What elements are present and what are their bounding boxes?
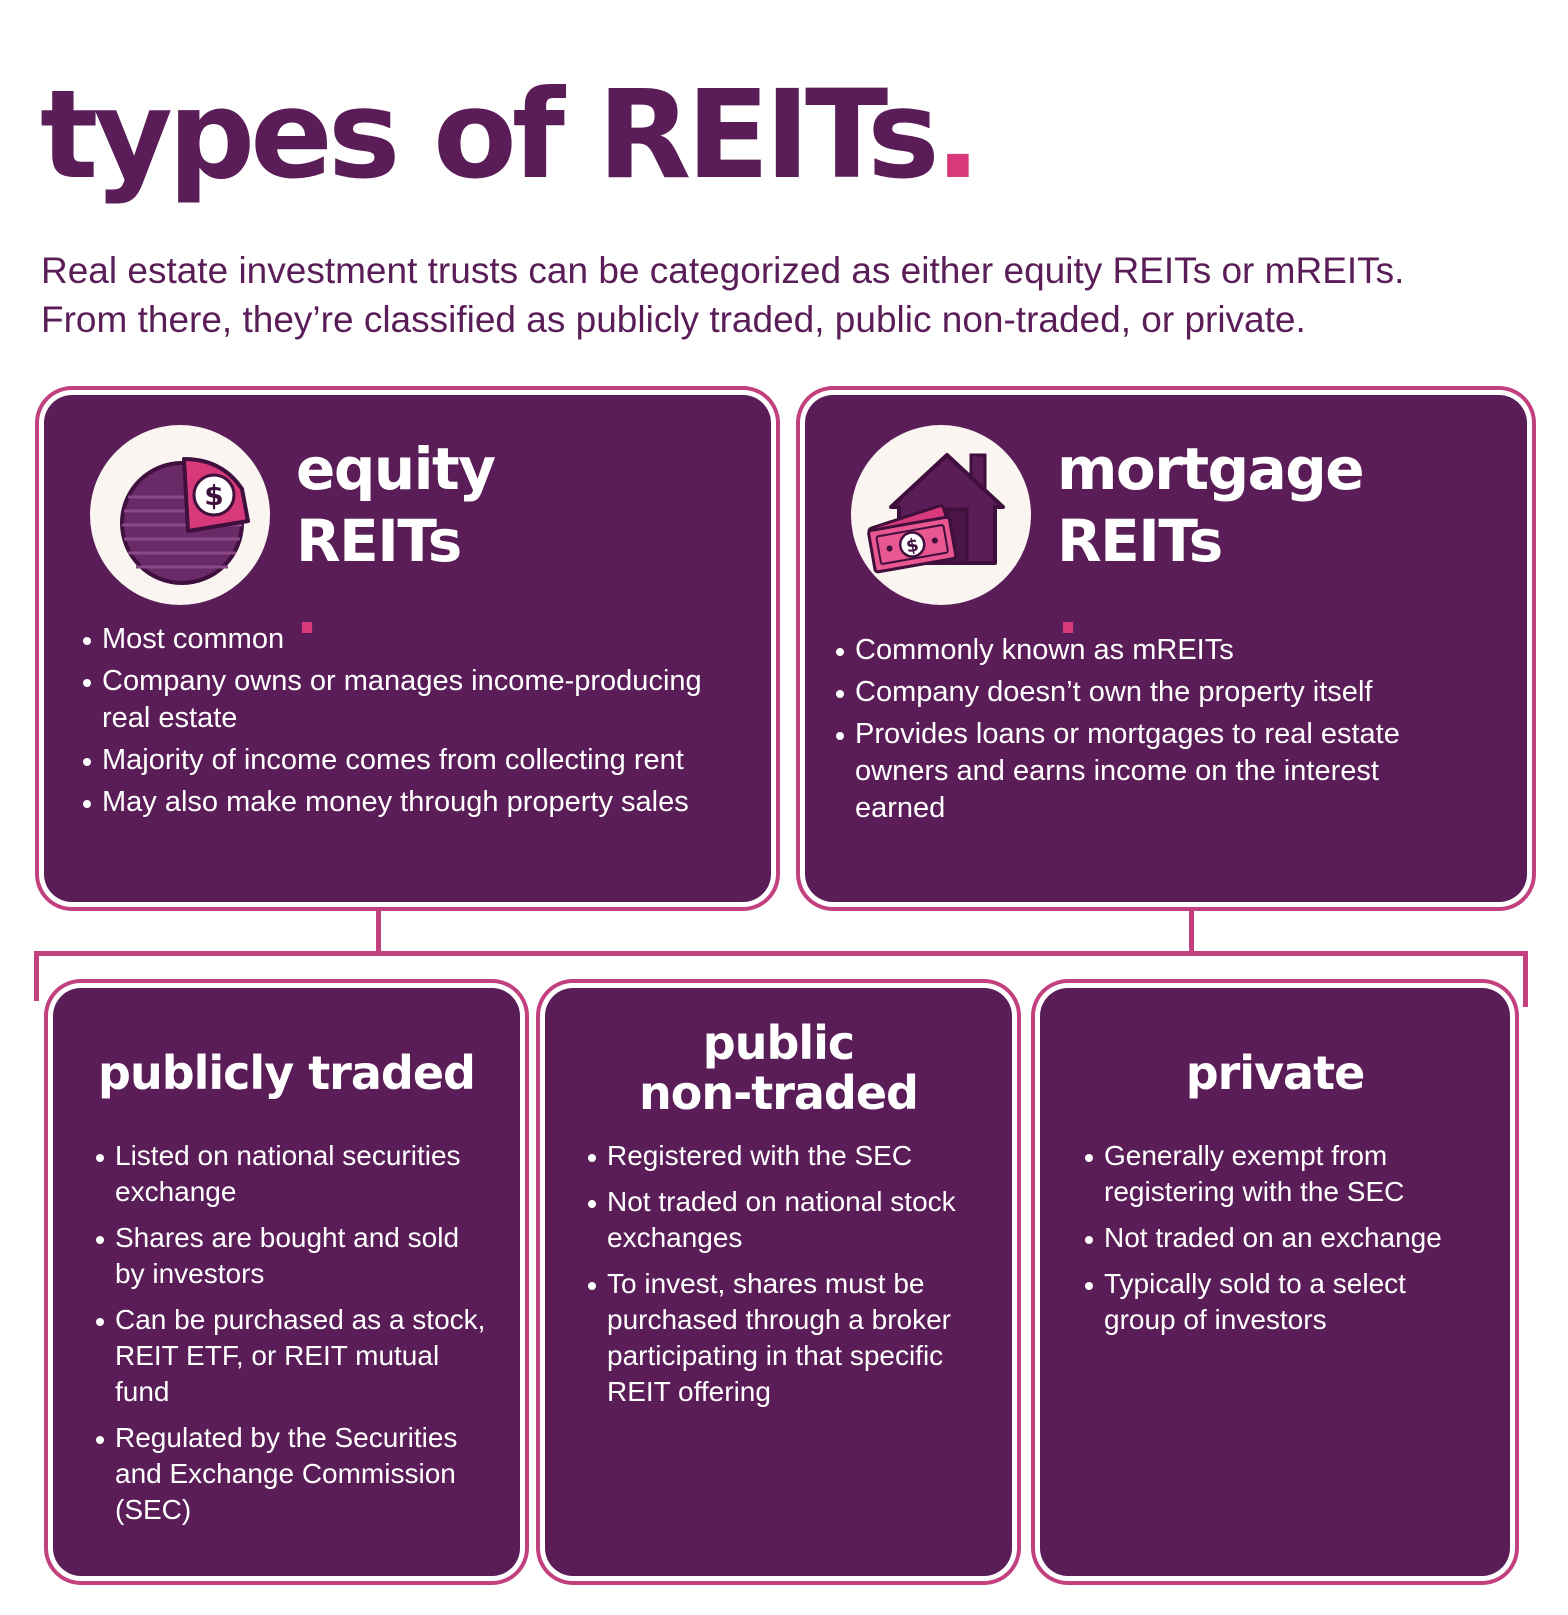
equity-title-line-2: REITs xyxy=(296,507,462,575)
private-bullets: Generally exempt from registering with t… xyxy=(1082,1138,1482,1348)
public-non-traded-card: public non-traded Registered with the SE… xyxy=(545,988,1012,1576)
list-item: Company owns or manages income-producing… xyxy=(80,663,740,737)
page-title-text: types of REITs xyxy=(40,64,940,206)
connector-left-drop xyxy=(34,951,39,1001)
publicly-traded-bullets: Listed on national securities exchange S… xyxy=(93,1138,493,1538)
connector-horizontal xyxy=(34,951,1528,956)
public-non-traded-bullets: Registered with the SEC Not traded on na… xyxy=(585,1138,965,1420)
connector-equity-stem xyxy=(376,906,381,956)
list-item: Can be purchased as a stock, REIT ETF, o… xyxy=(93,1302,493,1410)
equity-title-line-1: equity xyxy=(296,435,496,503)
connector-mortgage-stem xyxy=(1189,906,1194,956)
list-item: Company doesn’t own the property itself xyxy=(833,674,1453,711)
connector-right-drop xyxy=(1523,951,1528,1007)
list-item: Provides loans or mortgages to real esta… xyxy=(833,716,1453,827)
mortgage-title-dot: . xyxy=(1057,579,1079,647)
private-title: private xyxy=(1040,1048,1510,1098)
publicly-traded-card: publicly traded Listed on national secur… xyxy=(53,988,520,1576)
list-item: Majority of income comes from collecting… xyxy=(80,742,740,779)
public-non-traded-title: public non-traded xyxy=(545,1018,1012,1118)
subtitle-line-1: Real estate investment trusts can be cat… xyxy=(41,250,1405,291)
page-title: types of REITs. xyxy=(40,74,981,196)
list-item: Generally exempt from registering with t… xyxy=(1082,1138,1482,1210)
mortgage-bullets: Commonly known as mREITs Company doesn’t… xyxy=(833,632,1453,832)
equity-reits-title: equity REITs. xyxy=(296,433,496,649)
list-item: Not traded on an exchange xyxy=(1082,1220,1482,1256)
equity-icon-circle: $ xyxy=(90,425,270,605)
equity-title-dot: . xyxy=(296,579,318,647)
mortgage-title-line-1: mortgage xyxy=(1057,435,1365,503)
mortgage-title-line-2: REITs xyxy=(1057,507,1223,575)
dollar-shield-icon: $ xyxy=(120,457,250,585)
list-item: To invest, shares must be purchased thro… xyxy=(585,1266,965,1410)
page-subtitle: Real estate investment trusts can be cat… xyxy=(41,246,1541,344)
public-non-traded-title-line-1: public xyxy=(702,1016,855,1070)
house-money-icon: $ xyxy=(867,453,1005,574)
list-item: Registered with the SEC xyxy=(585,1138,965,1174)
private-card: private Generally exempt from registerin… xyxy=(1040,988,1510,1576)
list-item: Most common xyxy=(80,621,740,658)
list-item: Regulated by the Securities and Exchange… xyxy=(93,1420,493,1528)
title-accent-dot: . xyxy=(934,64,981,206)
publicly-traded-title: publicly traded xyxy=(53,1048,520,1098)
equity-bullets: Most common Company owns or manages inco… xyxy=(80,621,740,826)
equity-reits-card: $ equity REITs. Most common Company owns… xyxy=(44,395,771,902)
publicly-traded-title-text: publicly traded xyxy=(98,1046,476,1100)
list-item: Shares are bought and sold by investors xyxy=(93,1220,493,1292)
svg-text:$: $ xyxy=(204,479,223,512)
mortgage-reits-title: mortgage REITs. xyxy=(1057,433,1365,649)
list-item: Typically sold to a select group of inve… xyxy=(1082,1266,1482,1338)
mortgage-reits-card: $ mortgage REITs. Commonly known as mREI… xyxy=(805,395,1527,902)
svg-text:$: $ xyxy=(904,535,920,558)
mortgage-icon-circle: $ xyxy=(851,425,1031,605)
list-item: Commonly known as mREITs xyxy=(833,632,1453,669)
private-title-text: private xyxy=(1185,1046,1366,1100)
public-non-traded-title-line-2: non-traded xyxy=(639,1066,919,1120)
subtitle-line-2: From there, they’re classified as public… xyxy=(41,299,1306,340)
list-item: Listed on national securities exchange xyxy=(93,1138,493,1210)
list-item: May also make money through property sal… xyxy=(80,784,740,821)
list-item: Not traded on national stock exchanges xyxy=(585,1184,965,1256)
